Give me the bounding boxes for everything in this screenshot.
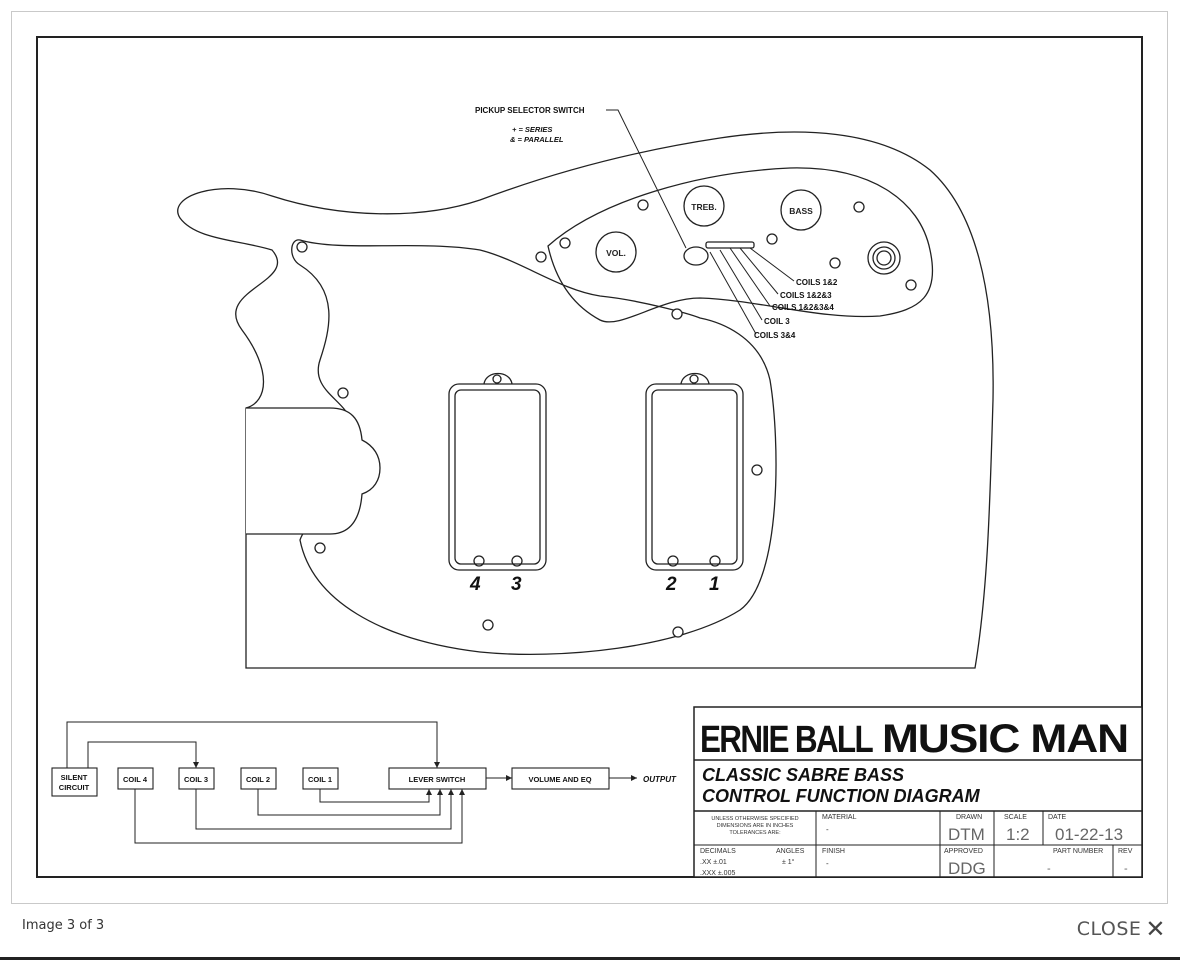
coil-2-box xyxy=(240,767,277,790)
svg-text:± 1°: ± 1° xyxy=(782,858,795,866)
control-plate-outline xyxy=(547,167,934,323)
svg-text:DTM: DTM xyxy=(948,825,985,844)
svg-text:PICKUP SELECTOR SWITCH: PICKUP SELECTOR SWITCH xyxy=(475,106,585,115)
neck-side-pickup xyxy=(645,372,744,571)
coil-number-1: 1 xyxy=(709,574,720,595)
svg-text:SCALE: SCALE xyxy=(1004,814,1027,821)
svg-text:-: - xyxy=(1124,863,1128,875)
svg-text:TREB.: TREB. xyxy=(691,202,717,212)
coil-1-box xyxy=(302,767,339,790)
lever-switch-box xyxy=(388,767,487,790)
title-block xyxy=(693,706,1143,878)
coil-3-box xyxy=(178,767,215,790)
svg-text:DDG: DDG xyxy=(948,859,986,878)
signal-flow-diagram: SILENT CIRCUIT COIL 4 COIL 3 COIL 2 COIL… xyxy=(51,721,677,844)
pickguard-outline xyxy=(291,239,777,655)
svg-text:COIL 2: COIL 2 xyxy=(246,775,270,784)
svg-text:DIMENSIONS ARE IN INCHES: DIMENSIONS ARE IN INCHES xyxy=(717,823,794,829)
svg-text:SILENT: SILENT xyxy=(61,773,88,782)
svg-text:ANGLES: ANGLES xyxy=(776,848,805,855)
bridge-side-pickup xyxy=(448,372,547,571)
position-label-coil-3: COIL 3 xyxy=(764,317,790,326)
vol-knob: VOL. xyxy=(595,231,637,273)
position-label-coils-3-4: COILS 3&4 xyxy=(754,331,796,340)
svg-text:LEVER SWITCH: LEVER SWITCH xyxy=(409,775,466,784)
pickguard-screws xyxy=(296,199,917,638)
close-button[interactable]: CLOSE ✕ xyxy=(1077,917,1166,941)
svg-text:UNLESS OTHERWISE SPECIFIED: UNLESS OTHERWISE SPECIFIED xyxy=(711,816,798,822)
close-icon: ✕ xyxy=(1145,915,1166,943)
output-label: OUTPUT xyxy=(643,775,677,784)
switch-position-leaders xyxy=(709,247,795,335)
neck-heel xyxy=(246,407,381,535)
control-function-diagram: VOL. TREB. BASS xyxy=(36,36,1143,878)
svg-text:COIL 4: COIL 4 xyxy=(123,775,148,784)
position-label-coils-1-2: COILS 1&2 xyxy=(796,278,838,287)
position-label-coils-1-2-3-4: COILS 1&2&3&4 xyxy=(772,303,834,312)
svg-text:-: - xyxy=(826,859,829,868)
svg-text:MATERIAL: MATERIAL xyxy=(822,814,857,821)
treble-knob: TREB. xyxy=(683,185,725,227)
svg-text:VOLUME AND EQ: VOLUME AND EQ xyxy=(528,775,591,784)
image-counter: Image 3 of 3 xyxy=(22,918,105,933)
svg-text:CIRCUIT: CIRCUIT xyxy=(59,783,90,792)
drawing-border xyxy=(36,36,1143,878)
coil-number-4: 4 xyxy=(469,574,481,595)
bass-body-outline xyxy=(177,131,994,669)
output-jack xyxy=(867,241,901,275)
coil-number-3: 3 xyxy=(511,574,522,595)
drawing-title-line-1: CLASSIC SABRE BASS xyxy=(702,765,904,785)
drawing-title-line-2: CONTROL FUNCTION DIAGRAM xyxy=(702,786,981,806)
coil-number-2: 2 xyxy=(665,574,677,595)
svg-text:VOL.: VOL. xyxy=(606,248,626,258)
svg-text:COIL 1: COIL 1 xyxy=(308,775,332,784)
close-label: CLOSE xyxy=(1076,918,1142,940)
svg-text:TOLERANCES ARE:: TOLERANCES ARE: xyxy=(729,830,781,836)
bottom-divider xyxy=(0,957,1180,960)
svg-text:APPROVED: APPROVED xyxy=(944,848,983,855)
svg-text:BASS: BASS xyxy=(789,206,813,216)
svg-text:DECIMALS: DECIMALS xyxy=(700,848,736,855)
bass-knob: BASS xyxy=(780,189,822,231)
svg-text:1:2: 1:2 xyxy=(1006,825,1030,844)
svg-text:FINISH: FINISH xyxy=(822,848,845,855)
svg-text:REV: REV xyxy=(1118,848,1133,855)
svg-text:DRAWN: DRAWN xyxy=(956,814,982,821)
svg-text:DATE: DATE xyxy=(1048,814,1066,821)
svg-text:-: - xyxy=(826,825,829,834)
pickup-selector-switch xyxy=(683,241,755,266)
volume-eq-box xyxy=(511,767,610,790)
silent-circuit-box xyxy=(51,767,98,797)
svg-text:.XX ±.01: .XX ±.01 xyxy=(700,859,727,866)
svg-text:-: - xyxy=(1047,863,1051,875)
coil-4-box xyxy=(117,767,154,790)
music-man-logo: MUSIC MAN xyxy=(882,717,1128,761)
svg-text:COIL 3: COIL 3 xyxy=(184,775,208,784)
pickup-selector-callout: PICKUP SELECTOR SWITCH + = SERIES & = PA… xyxy=(475,106,687,249)
svg-text:+ = SERIES: + = SERIES xyxy=(512,125,552,134)
svg-text:01-22-13: 01-22-13 xyxy=(1055,825,1123,844)
svg-text:& = PARALLEL: & = PARALLEL xyxy=(510,135,564,144)
ernie-ball-logo: ERNIE BALL xyxy=(700,719,873,761)
svg-text:PART NUMBER: PART NUMBER xyxy=(1053,848,1103,855)
position-label-coils-1-2-3: COILS 1&2&3 xyxy=(780,291,832,300)
svg-text:.XXX ±.005: .XXX ±.005 xyxy=(700,870,735,877)
